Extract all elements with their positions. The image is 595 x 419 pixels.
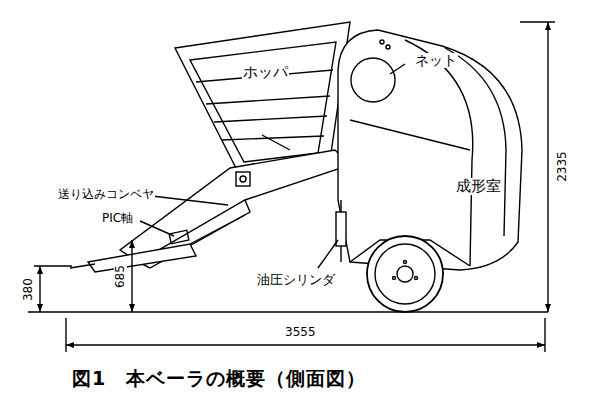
- part-name: 成形室: [455, 178, 502, 195]
- part-name: ネット: [414, 53, 458, 68]
- dimension: 685: [114, 264, 127, 289]
- dimension: 2335: [556, 150, 569, 183]
- part-name: ホッパ: [242, 64, 289, 81]
- part-name: PIC軸: [101, 212, 134, 225]
- part-name: 送り込みコンベヤ: [57, 188, 155, 201]
- dimension: 380: [22, 277, 35, 302]
- part-name: 油圧シリンダ: [256, 273, 336, 287]
- figure-caption: 図1 本ベーラの概要（側面図）: [72, 366, 366, 392]
- dimension: 3555: [284, 326, 317, 339]
